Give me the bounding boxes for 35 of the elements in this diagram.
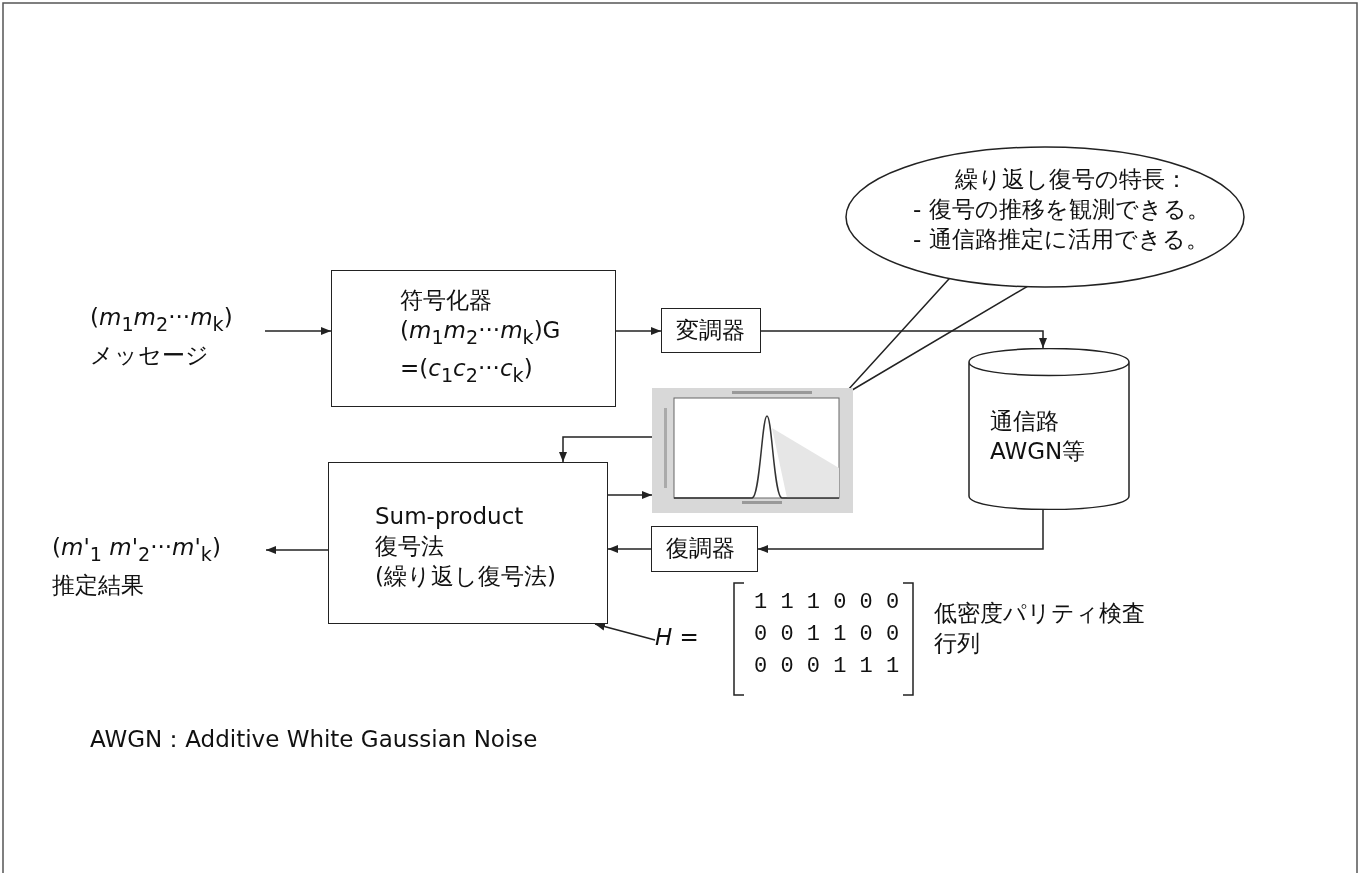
arrow xyxy=(559,436,653,463)
matrix-symbol: H = xyxy=(655,623,700,652)
footnote: AWGN：Additive White Gaussian Noise xyxy=(90,725,538,754)
picture xyxy=(652,388,853,513)
channel-label: 通信路 AWGN等 xyxy=(990,407,1087,466)
leader-arrow xyxy=(594,622,656,641)
arrow xyxy=(760,330,1047,349)
modulator-box xyxy=(661,308,761,353)
decoder-box xyxy=(328,462,608,624)
arrow xyxy=(607,491,653,499)
demodulator-label: 復調器 xyxy=(666,534,736,563)
matrix-row: 0 0 1 1 0 0 xyxy=(754,622,900,647)
channel-cylinder xyxy=(968,348,1130,510)
feature-item: - 通信路推定に活用できる。 xyxy=(913,225,1210,254)
matrix-caption: 低密度パリティ検査行列 xyxy=(934,599,1146,658)
demodulator-box xyxy=(651,526,758,572)
modulator-label: 変調器 xyxy=(676,316,746,345)
speech-bubble xyxy=(845,146,1245,288)
arrow xyxy=(264,327,332,335)
arrow xyxy=(265,546,329,554)
message-formula: (m$_{1}$m$_{2}$···m$_{k}$) xyxy=(90,303,234,338)
encoder-formula: (m$_{1}$m$_{2}$···m$_{k}$)G =(c$_{1}$c$_{2}$···c$_{k}$) xyxy=(400,316,562,389)
estimate-label: 推定結果 xyxy=(52,570,145,600)
encoder-box xyxy=(331,270,616,407)
message-label: メッセージ xyxy=(90,340,210,370)
matrix-row: 1 1 1 0 0 0 xyxy=(754,590,900,615)
estimate-formula: (m'$_{1}$ m'$_{2}$···m'$_{k}$) xyxy=(52,533,222,568)
matrix-row: 0 0 0 1 1 1 xyxy=(754,654,900,679)
arrow xyxy=(615,327,662,335)
arrow xyxy=(757,509,1044,553)
arrow xyxy=(607,545,652,553)
decoder-label: Sum-product 復号法 (繰り返し復号法) xyxy=(375,502,557,591)
feature-item: - 復号の推移を観測できる。 xyxy=(913,195,1211,224)
feature-heading: 繰り返し復号の特長： xyxy=(954,165,1189,194)
encoder-title: 符号化器 xyxy=(400,286,493,315)
